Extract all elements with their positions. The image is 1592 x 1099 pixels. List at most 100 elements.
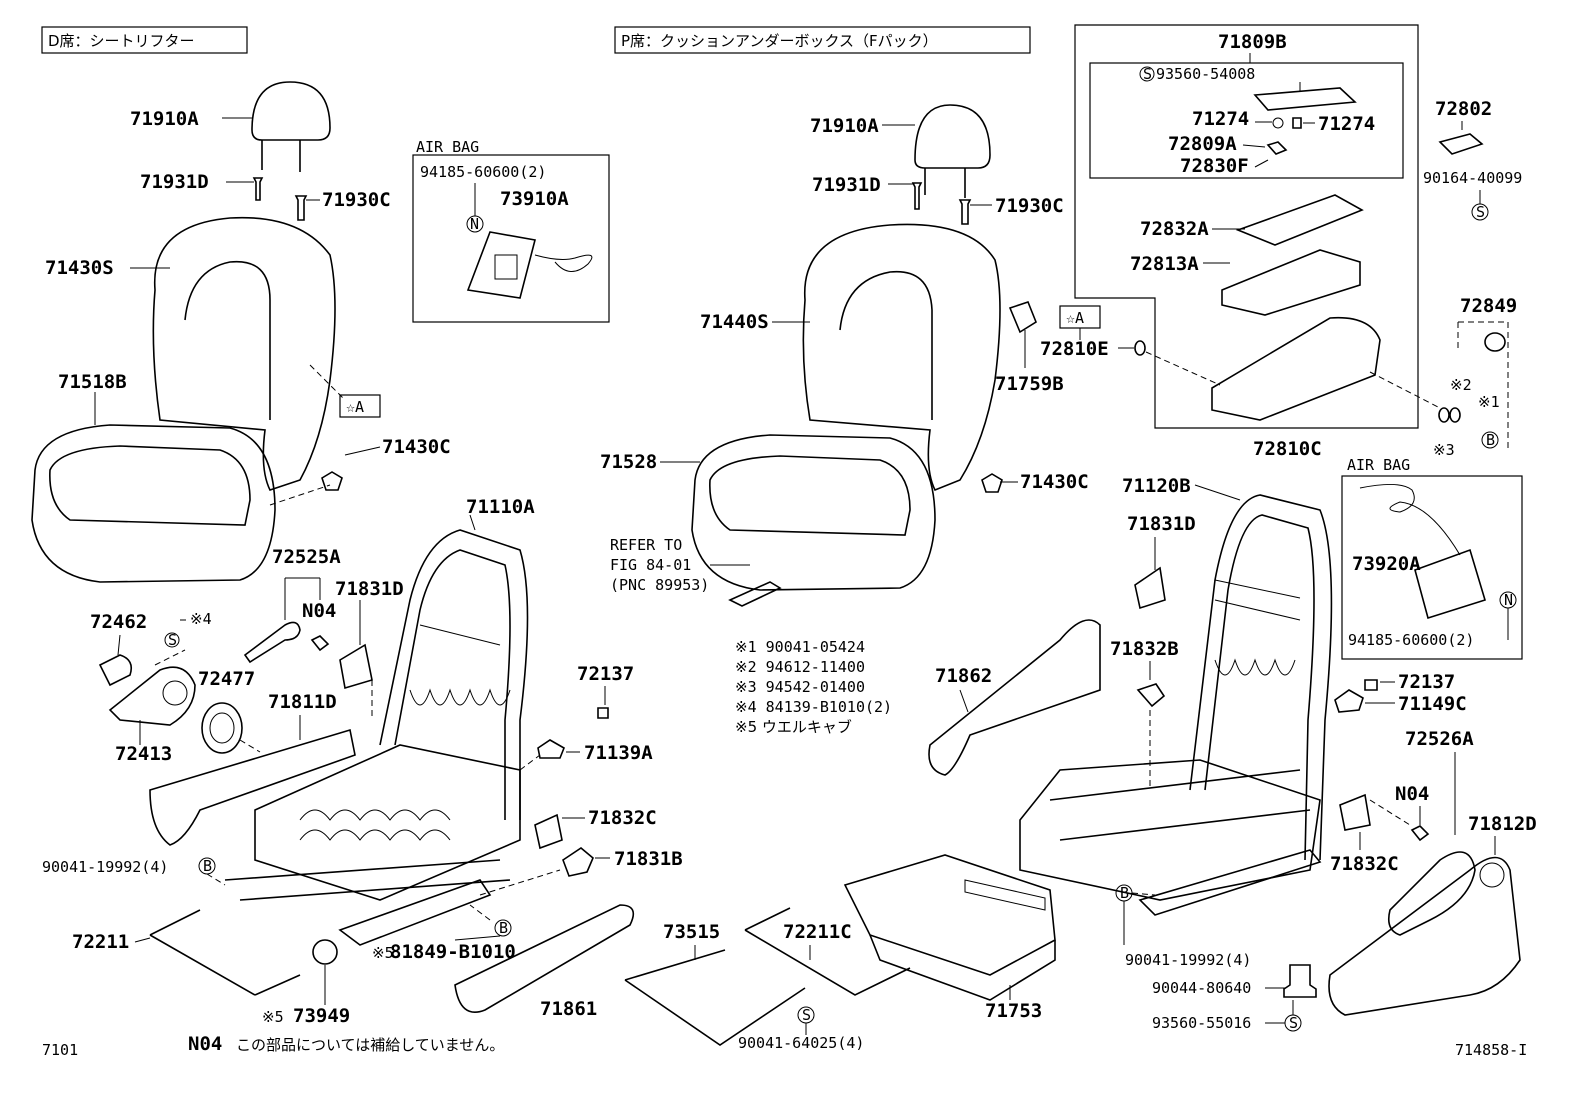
right-b-mark: B [1120, 884, 1129, 902]
callout-box-72832a: 72832A [1140, 218, 1209, 240]
left-s-mark [164, 632, 180, 648]
right-cover-b-part [1136, 683, 1166, 708]
callout-r-lever: 72526A [1405, 728, 1474, 750]
callout-r-cover-b: 71832B [1110, 638, 1179, 660]
refer-part [728, 581, 782, 607]
callout-l-n04: N04 [302, 600, 336, 622]
right-cover-c2-part [1339, 793, 1371, 831]
left-airbag-part1: 94185-60600(2) [420, 163, 546, 181]
callout-r-cover-c2: 71832C [1330, 853, 1399, 875]
right-headrest-stays [924, 168, 966, 198]
callout-box-72830f: 72830F [1180, 155, 1249, 177]
right-airbag-box [1341, 475, 1523, 660]
left-wire-part [149, 909, 301, 996]
box-b-mark: B [1486, 431, 1495, 449]
right-frame-back-inner [1204, 514, 1315, 861]
left-cover-d-part [339, 643, 373, 690]
callout-box-71274b: 71274 [1318, 113, 1375, 135]
right-frame-back [1189, 494, 1333, 861]
callout-l-frame: 71110A [466, 496, 535, 518]
callout-l-clip: 72137 [577, 663, 634, 685]
callout-l-rail-cover: 71861 [540, 998, 597, 1020]
left-frame-cushion [254, 744, 521, 901]
box-72802-part [1438, 133, 1484, 155]
right-s-mark: S [1289, 1014, 1298, 1032]
right-airbag-wire [1359, 484, 1461, 556]
callout-l-guide2: 71930C [322, 189, 391, 211]
callout-r-cover-d: 71831D [1127, 513, 1196, 535]
console-box-outline [1074, 24, 1419, 429]
callout-r-guide2: 71930C [995, 195, 1064, 217]
passenger-header: P席：クッションアンダーボックス（Fパック） [621, 32, 938, 50]
right-frame-spring [1214, 658, 1296, 676]
callout-box-72849: 72849 [1460, 295, 1517, 317]
callout-r-s-part: 93560-55016 [1152, 1014, 1251, 1032]
right-frame-bars [1049, 769, 1311, 841]
callout-l-cushion: 71518B [58, 371, 127, 393]
callout-r-wire2: 72211C [783, 921, 852, 943]
callout-r-clip: 72137 [1398, 671, 1455, 693]
box-72832a-part [1235, 194, 1364, 246]
note-4: ※4 84139-B1010(2) [735, 698, 892, 716]
box-s-mark-2: S [1476, 203, 1485, 221]
right-box-side [869, 934, 1056, 1001]
callout-l-back: 71430S [45, 257, 114, 279]
callout-box-90164: 90164-40099 [1423, 169, 1522, 187]
callout-r-clip-b: 71759B [995, 373, 1064, 395]
box-72810c-part [1211, 316, 1381, 421]
callout-box-71274a: 71274 [1192, 108, 1249, 130]
left-frame-spring [409, 688, 511, 706]
callout-r-headrest: 71910A [810, 115, 879, 137]
right-seat-back [802, 223, 1001, 492]
left-clip-part [597, 707, 609, 719]
left-rails [224, 859, 511, 901]
left-cushion [31, 424, 276, 583]
left-guide-1 [252, 177, 264, 201]
right-lever-part [1387, 851, 1476, 936]
left-s-letter: S [168, 631, 177, 649]
right-cover-c-part [981, 473, 1003, 493]
driver-header-box [41, 26, 248, 54]
right-seat-back-inner [839, 270, 933, 420]
right-clip-part [1364, 679, 1378, 691]
left-airbag-wire [534, 254, 593, 272]
left-b-mark-1: B [203, 857, 212, 875]
right-box-part [843, 854, 1056, 976]
left-s5-b: ※5 [262, 1008, 284, 1026]
left-hinge-part [537, 739, 566, 759]
box-s1: ※1 [1478, 393, 1500, 411]
left-airbag-n-letter: N [470, 215, 479, 233]
right-airbag-module [1414, 548, 1486, 620]
box-star-a: ☆A [1066, 309, 1084, 327]
left-s5-a: ※5 [372, 944, 394, 962]
left-knob-part [98, 654, 133, 687]
right-cover-d-part [1134, 566, 1166, 610]
callout-r-guide1: 71931D [812, 174, 881, 196]
driver-header: D席：シートリフター [48, 32, 195, 50]
left-frame-springs-2 [299, 809, 451, 821]
right-shield-part [928, 619, 1101, 776]
callout-box-s-part: 93560-54008 [1156, 65, 1255, 83]
callout-box-top: 71809B [1218, 31, 1287, 53]
callout-l-cover-d: 71831D [335, 578, 404, 600]
right-guide-1 [911, 182, 923, 210]
right-hinge-part [1334, 689, 1364, 713]
box-lid [1253, 87, 1357, 111]
left-seat-back-inner [184, 260, 271, 420]
right-s-mark-2: S [802, 1006, 811, 1024]
callout-l-cover-c2: 71832C [588, 807, 657, 829]
right-n04-part [1410, 825, 1430, 842]
callout-r-frame: 71120B [1122, 475, 1191, 497]
left-cap-part [312, 939, 338, 965]
note-1: ※1 90041-05424 [735, 638, 865, 656]
right-frame-cushion [1019, 759, 1321, 901]
box-s2: ※2 [1450, 376, 1472, 394]
left-n04-part [310, 635, 330, 652]
callout-box-72809a: 72809A [1168, 133, 1237, 155]
note-5: ※5 ウエルキャブ [735, 718, 852, 736]
callout-l-wire: 72211 [72, 931, 129, 953]
left-airbag-title: AIR BAG [416, 138, 479, 156]
callout-r-cushion: 71528 [600, 451, 657, 473]
